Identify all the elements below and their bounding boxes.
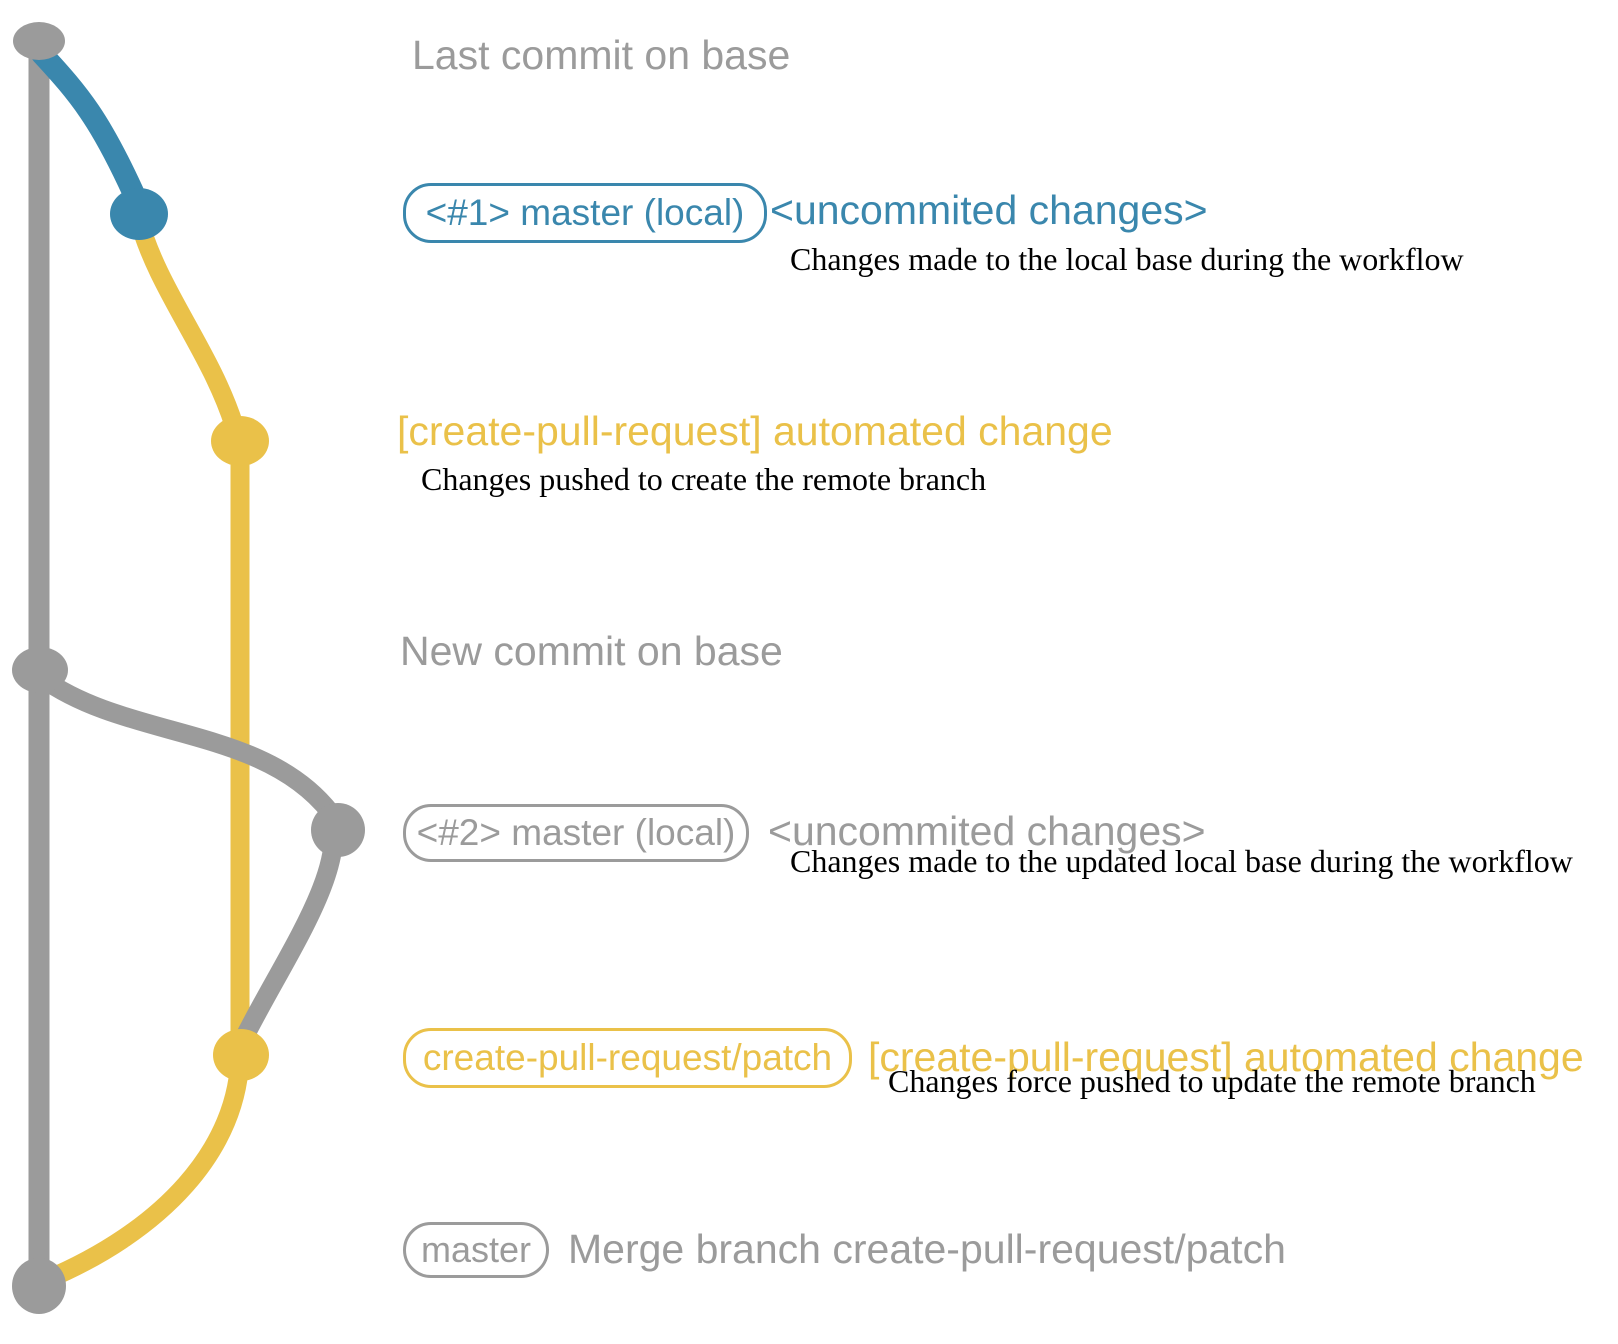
branch-label-create-pull-request-patch: create-pull-request/patch	[403, 1028, 852, 1088]
commit-title-automated-change-1: [create-pull-request] automated change	[397, 408, 1113, 454]
note-last-commit-on-base: Last commit on base	[412, 32, 791, 78]
branch-label-master-text: master	[420, 1229, 532, 1270]
git-graph	[12, 22, 365, 1314]
note-new-commit-on-base: New commit on base	[400, 628, 783, 674]
annotation-uncommitted-2: Changes made to the updated local base d…	[790, 843, 1573, 879]
branch-label-master-local-2: <#2> master (local)	[403, 804, 749, 862]
commit-title-automated-change-2: [create-pull-request] automated change	[868, 1034, 1584, 1080]
annotation-uncommitted-1: Changes made to the local base during th…	[790, 241, 1464, 277]
commit-title-merge-branch: Merge branch create-pull-request/patch	[568, 1226, 1286, 1272]
commit-dot-base-new	[12, 647, 68, 693]
branch-label-master-local-2-text: <#2> master (local)	[416, 812, 736, 853]
commit-dot-patch-1	[211, 416, 269, 466]
annotation-automated-change-2: Changes force pushed to update the remot…	[888, 1063, 1536, 1099]
branch-label-master-local-1-text: <#1> master (local)	[425, 192, 745, 233]
commit-title-uncommitted-1: <uncommited changes>	[770, 187, 1208, 233]
commit-title-uncommitted-2: <uncommited changes>	[768, 808, 1206, 854]
commit-dot-merge	[12, 1258, 66, 1314]
commit-dot-local-2	[311, 803, 365, 857]
annotation-automated-change-1: Changes pushed to create the remote bran…	[421, 461, 987, 497]
local-branch-2-path	[32, 668, 344, 1050]
branch-label-master-local-1: <#1> master (local)	[403, 183, 767, 243]
branch-label-master: master	[403, 1222, 549, 1278]
commit-dot-base-tip	[13, 22, 65, 60]
commit-dot-local-1	[110, 188, 168, 240]
local-branch-1-path	[31, 43, 144, 203]
commit-dot-patch-2	[213, 1029, 269, 1081]
branch-label-create-pull-request-patch-text: create-pull-request/patch	[422, 1037, 833, 1078]
